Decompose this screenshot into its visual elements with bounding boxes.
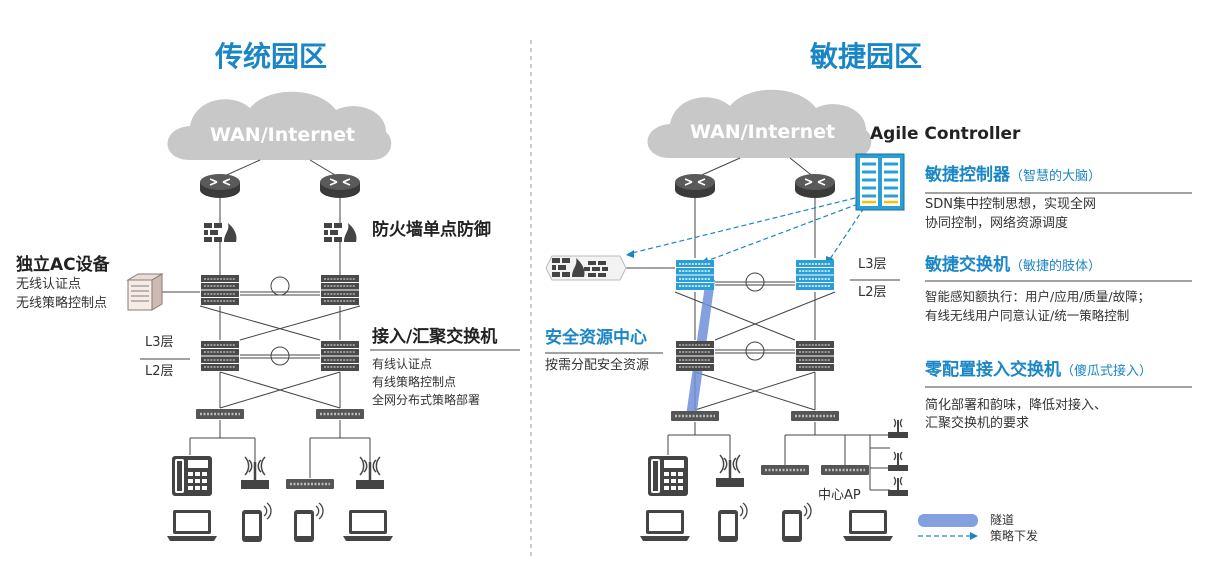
- legend-tunnel-swatch: [918, 514, 978, 527]
- laptop-icon: [167, 510, 217, 541]
- arrow-icon: [970, 532, 978, 540]
- controller-desc-1: SDN集中控制思想，实现全网: [925, 197, 1096, 212]
- wireless-ap-icon: [887, 476, 909, 497]
- router-icon: [794, 173, 836, 199]
- access-note: （傻瓜式接入）: [1061, 364, 1153, 379]
- central-ap-label: 中心AP: [818, 488, 861, 503]
- agile-switch-note: （敏捷的肢体）: [1010, 259, 1102, 274]
- wan-cloud-left: [167, 91, 392, 160]
- security-resource-icon: [545, 255, 627, 281]
- access-heading: 零配置接入交换机（傻瓜式接入）: [925, 360, 1152, 380]
- ac-desc-2: 无线策略控制点: [16, 296, 108, 311]
- access-switch-icon: [669, 409, 721, 423]
- agile-switch-desc-2: 有线无线用户同意认证/统一策略控制: [925, 308, 1130, 323]
- firewall-icon: [204, 223, 237, 242]
- access-switch-icon: [789, 409, 841, 423]
- wireless-ap-icon: [887, 418, 909, 439]
- right-title: 敏捷园区: [810, 40, 923, 73]
- ip-phone-icon: [172, 456, 212, 496]
- access-desc-1: 简化部署和韵味，降低对接入、: [925, 398, 1108, 413]
- laptop-icon: [343, 510, 393, 541]
- switch-title-left: 接入/汇聚交换机: [372, 327, 498, 347]
- laptop-icon: [640, 510, 690, 541]
- mobile-phone-icon: [781, 502, 812, 543]
- access-switch-icon: [194, 407, 246, 421]
- mobile-phone-icon: [293, 502, 324, 543]
- layer2-label-left: L2层: [145, 364, 174, 379]
- access-switch-icon: [314, 407, 366, 421]
- security-title: 安全资源中心: [545, 328, 647, 348]
- agile-switch-icon: [675, 259, 715, 291]
- access-switch-icon: [284, 477, 336, 491]
- access-desc-2: 汇聚交换机的要求: [925, 416, 1030, 431]
- mobile-phone-icon: [241, 502, 272, 543]
- controller-heading: 敏捷控制器（智慧的大脑）: [925, 165, 1101, 185]
- agile-switch-title: 敏捷交换机: [925, 255, 1010, 275]
- legend-policy-label: 策略下发: [990, 529, 1039, 543]
- ac-title: 独立AC设备: [16, 255, 110, 275]
- security-desc: 按需分配安全资源: [545, 358, 650, 373]
- wireless-ap-icon: [887, 451, 909, 472]
- controller-note: （智慧的大脑）: [1010, 169, 1102, 184]
- legend-tunnel-label: 隧道: [990, 513, 1015, 527]
- right-network: [545, 89, 1192, 543]
- layer3-label-left: L3层: [145, 335, 174, 350]
- policy-arrows: [627, 197, 865, 263]
- controller-title: 敏捷控制器: [925, 165, 1010, 185]
- ip-phone-icon: [648, 456, 688, 496]
- aggregation-switch-icon: [320, 340, 360, 372]
- aggregation-switch-icon: [675, 340, 715, 372]
- wan-cloud-right: [647, 89, 872, 158]
- firewall-icon: [324, 223, 357, 242]
- mobile-phone-icon: [717, 502, 748, 543]
- switch-desc-2: 有线策略控制点: [372, 375, 457, 389]
- agile-switch-desc-1: 智能感知额执行：用户/应用/质量/故障；: [925, 289, 1151, 304]
- access-title: 零配置接入交换机: [925, 360, 1061, 380]
- aggregation-switch-icon: [200, 340, 240, 372]
- core-switch-icon: [200, 274, 240, 306]
- ac-desc-1: 无线认证点: [16, 277, 82, 292]
- router-icon: [199, 173, 241, 199]
- layer3-label-right: L3层: [858, 257, 887, 272]
- firewall-label: 防火墙单点防御: [372, 220, 491, 240]
- controller-desc-2: 协同控制，网络资源调度: [925, 216, 1069, 231]
- switch-desc-1: 有线认证点: [372, 357, 433, 371]
- left-title: 传统园区: [215, 40, 328, 73]
- agile-controller-icon: [854, 152, 906, 212]
- laptop-icon: [843, 510, 893, 541]
- aggregation-switch-icon: [795, 340, 835, 372]
- wan-label-left: WAN/Internet: [210, 124, 356, 146]
- router-icon: [674, 173, 716, 199]
- access-switch-icon: [759, 463, 811, 477]
- layer2-label-right: L2层: [858, 285, 887, 300]
- left-network: [127, 91, 520, 543]
- agile-switch-icon: [795, 259, 835, 291]
- core-switch-icon: [320, 274, 360, 306]
- agile-switch-heading: 敏捷交换机（敏捷的肢体）: [925, 255, 1101, 275]
- access-switch-icon: [819, 463, 871, 477]
- controller-name: Agile Controller: [870, 124, 1021, 144]
- switch-desc-3: 全网分布式策略部署: [372, 393, 481, 407]
- router-icon: [319, 173, 361, 199]
- ac-device-icon: [127, 273, 163, 311]
- wan-label-right: WAN/Internet: [690, 121, 836, 143]
